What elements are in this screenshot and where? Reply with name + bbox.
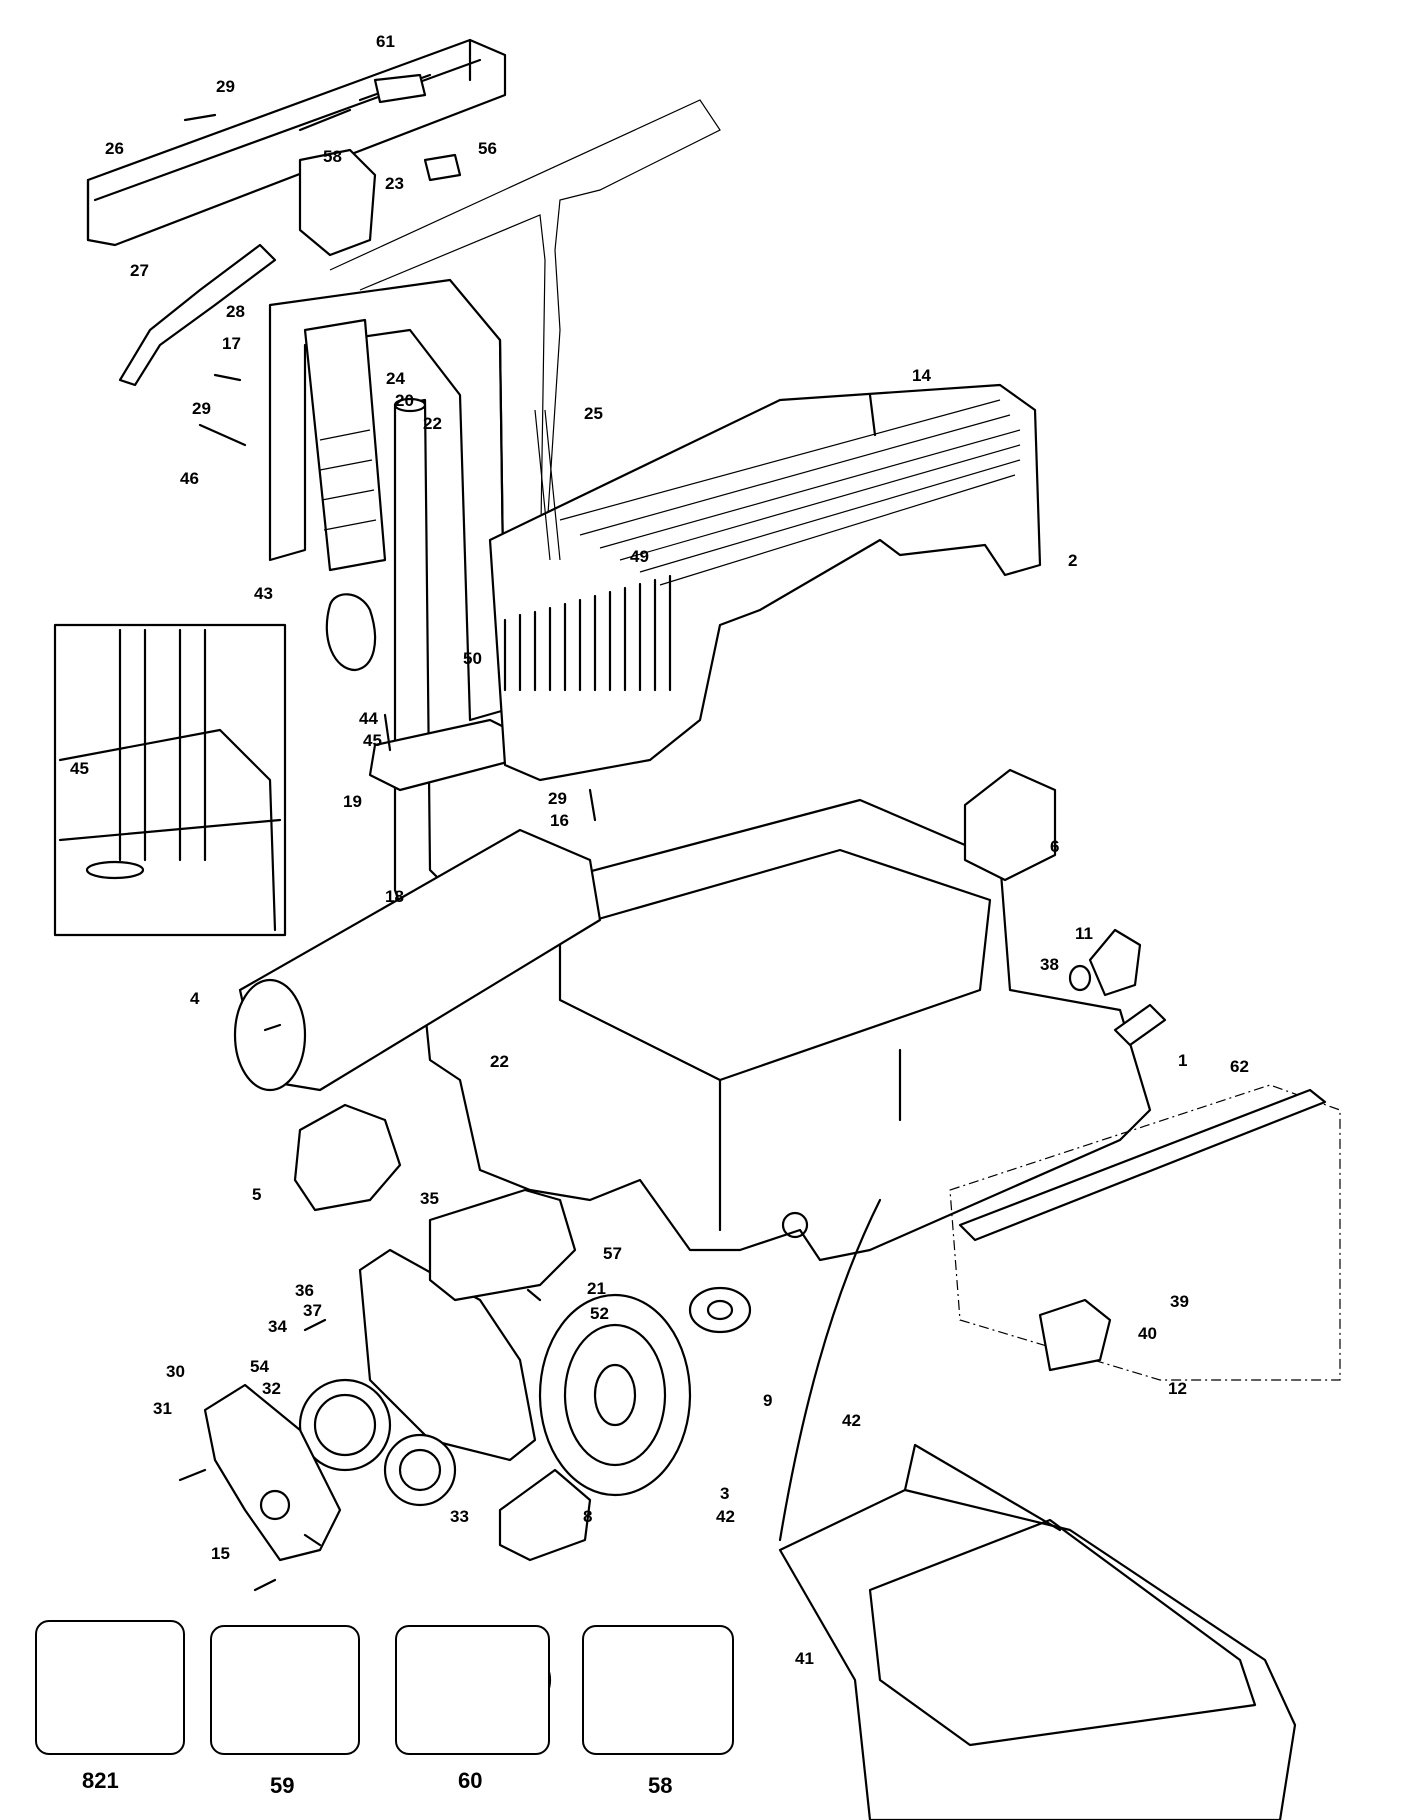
part-label-25: 25	[584, 404, 603, 423]
part-label-17: 17	[222, 334, 241, 353]
part-label-2: 2	[1068, 551, 1078, 570]
kit-label-60: 60	[458, 1768, 483, 1793]
gear-33	[383, 1433, 457, 1507]
part-label-18: 18	[385, 887, 404, 906]
cable-25	[534, 409, 561, 561]
pole	[393, 397, 442, 907]
part-label-34: 34	[268, 1317, 287, 1336]
part-label-21: 21	[587, 1279, 606, 1298]
part-label-30: 30	[166, 1362, 185, 1381]
part-label-8: 8	[583, 1507, 593, 1526]
part-label-35: 35	[420, 1189, 439, 1208]
top-cover	[488, 383, 1042, 782]
part-label-22b: 22	[490, 1052, 509, 1071]
side-cover	[203, 1383, 342, 1562]
gearbox-cover	[358, 1248, 537, 1462]
part-label-1: 1	[1178, 1051, 1188, 1070]
main-housing	[418, 798, 1152, 1262]
part-label-32: 32	[262, 1379, 281, 1398]
part-label-57: 57	[603, 1244, 622, 1263]
part-label-45b: 45	[70, 759, 89, 778]
handle-lever	[118, 243, 277, 387]
part-label-50: 50	[463, 649, 482, 668]
part-label-19: 19	[343, 792, 362, 811]
kit-label-58: 58	[648, 1773, 673, 1798]
part-label-6: 6	[1050, 837, 1060, 856]
motor	[233, 828, 602, 1092]
part-label-43: 43	[254, 584, 273, 603]
part-label-29b: 29	[192, 399, 211, 418]
bag-arrow	[778, 1198, 882, 1542]
part-label-33: 33	[450, 1507, 469, 1526]
washer	[688, 1286, 752, 1334]
part-label-27: 27	[130, 261, 149, 280]
collection-bag	[778, 1443, 1297, 1820]
part-label-38: 38	[1040, 955, 1059, 974]
clip-56	[423, 153, 462, 182]
part-label-4: 4	[190, 989, 200, 1008]
cord-loop	[325, 593, 377, 672]
part-label-20: 20	[395, 391, 414, 410]
part-label-24: 24	[386, 369, 405, 388]
part-label-54: 54	[250, 1357, 269, 1376]
part-label-11: 11	[1075, 924, 1093, 943]
spacer-38	[1068, 964, 1092, 992]
part-label-28: 28	[226, 302, 245, 321]
drive-plate	[293, 1103, 402, 1212]
brush-roll	[949, 1084, 1341, 1381]
part-label-14: 14	[912, 366, 931, 385]
handle-grip-panel	[303, 318, 387, 572]
part-label-41: 41	[795, 1649, 814, 1668]
part-label-56: 56	[478, 139, 497, 158]
part-label-26: 26	[105, 139, 124, 158]
part-label-40: 40	[1138, 1324, 1157, 1343]
part-label-29a: 29	[216, 77, 235, 96]
hub-cap	[498, 1468, 592, 1562]
part-label-12: 12	[1168, 1379, 1187, 1398]
part-label-49: 49	[630, 547, 649, 566]
switch-housing	[963, 768, 1057, 882]
kit-label-821: 821	[82, 1768, 119, 1793]
upper-handle-outline	[329, 99, 721, 591]
screws	[178, 113, 877, 1592]
part-label-42b: 42	[716, 1507, 735, 1526]
gear-32	[298, 1378, 392, 1472]
part-label-45a: 45	[363, 731, 382, 750]
small-motor	[428, 1188, 577, 1302]
part-label-15: 15	[211, 1544, 230, 1563]
part-label-39: 39	[1170, 1292, 1189, 1311]
bag-latch	[1038, 1298, 1112, 1372]
kit-box-821	[35, 1620, 185, 1755]
kit-box-59	[210, 1625, 360, 1755]
wheel	[538, 1293, 692, 1497]
part-label-29c: 29	[548, 789, 567, 808]
bearing-bracket	[1088, 928, 1142, 997]
part-label-22a: 22	[423, 414, 442, 433]
part-label-62: 62	[1230, 1057, 1249, 1076]
part-label-58: 58	[323, 147, 342, 166]
part-label-42a: 42	[842, 1411, 861, 1430]
part-label-37: 37	[303, 1301, 322, 1320]
kit-box-58	[582, 1625, 734, 1755]
part-label-44: 44	[359, 709, 378, 728]
part-label-31: 31	[153, 1399, 172, 1418]
handle-top-bar	[86, 38, 507, 247]
mounting-plate	[368, 718, 522, 792]
part-label-3: 3	[720, 1484, 730, 1503]
switch-block	[298, 148, 377, 257]
part-label-16: 16	[550, 811, 569, 830]
inset-detail	[53, 623, 287, 937]
part-label-52: 52	[590, 1304, 609, 1323]
part-label-23: 23	[385, 174, 404, 193]
part-label-61: 61	[376, 32, 395, 51]
part-label-9: 9	[763, 1391, 773, 1410]
roller-pin	[1113, 1003, 1167, 1047]
kit-box-60	[395, 1625, 550, 1755]
part-label-46: 46	[180, 469, 199, 488]
part-label-5: 5	[252, 1185, 262, 1204]
kit-label-59: 59	[270, 1773, 295, 1798]
switch-cap	[373, 73, 427, 104]
part-label-36: 36	[295, 1281, 314, 1300]
